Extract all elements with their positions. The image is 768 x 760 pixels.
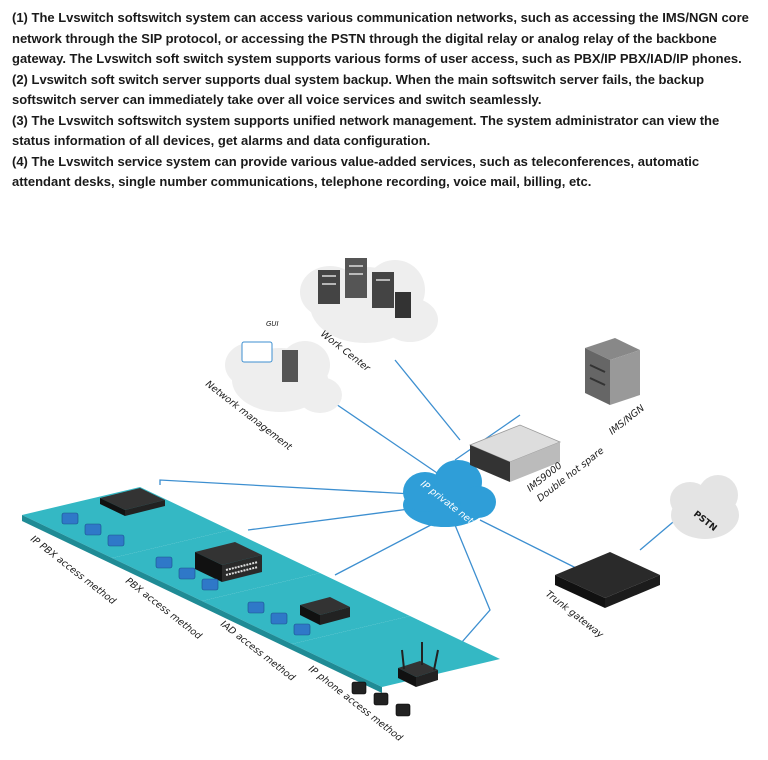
monitor-icon: [241, 341, 273, 363]
ip-private-network-cloud: IP private network: [403, 460, 496, 541]
phones-pbx: [155, 556, 219, 591]
description-text: (1) The Lvswitch softswitch system can a…: [12, 8, 756, 193]
work-center-cloud: Work Center: [300, 258, 438, 375]
platform-ip-phone: [292, 616, 500, 687]
paragraph-1: (1) The Lvswitch softswitch system can a…: [12, 10, 749, 66]
iad-device: [300, 597, 350, 625]
paragraph-2: (2) Lvswitch soft switch server supports…: [12, 71, 705, 108]
platform-ip-pbx: [22, 487, 230, 558]
server-racks: [318, 258, 411, 318]
trunk-gateway: Trunk gateway: [543, 552, 660, 641]
phones-iad: [247, 601, 311, 636]
pbx-device: [195, 542, 262, 582]
paragraph-3: (3) The Lvswitch softswitch system suppo…: [12, 112, 720, 149]
gui-label: GUI: [266, 320, 279, 328]
ims-ngn-rack: IMS/NGN: [585, 338, 647, 437]
ip-pbx-device: [100, 488, 165, 516]
network-management-cloud: GUI Network management: [203, 320, 342, 454]
pstn-cloud: PSTN: [670, 475, 739, 539]
wifi-router: [398, 642, 439, 687]
ims-ngn-label: IMS/NGN: [607, 403, 647, 437]
phones-ip-pbx: [61, 512, 125, 547]
ip-phones: [351, 681, 411, 717]
paragraph-4: (4) The Lvswitch service system can prov…: [12, 153, 700, 190]
network-diagram: IP private network Work Center GUI Netwo…: [22, 258, 739, 744]
mini-server-icon: [282, 350, 298, 382]
